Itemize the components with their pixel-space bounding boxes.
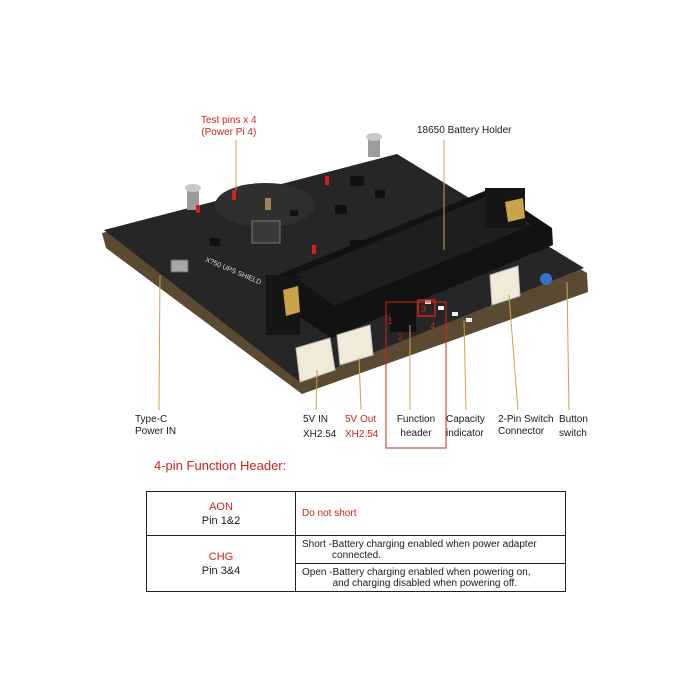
pin-name: AON <box>209 500 233 513</box>
header-number-1: 1 <box>388 316 394 326</box>
label-switch-connector-line2: Connector <box>498 426 545 437</box>
description-cell: Do not short <box>295 491 566 536</box>
label-type-c-line2: Power IN <box>135 426 177 437</box>
label-type-c-line1: Type-C <box>135 414 168 425</box>
label-function-header-line2: header <box>400 428 432 439</box>
standoff-right <box>366 133 382 157</box>
label-switch-connector: 2-Pin Switch Connector <box>498 414 554 438</box>
description-key: Open - <box>302 566 333 578</box>
description-short: Short - Battery charging enabled when po… <box>302 539 559 561</box>
function-header-box <box>385 301 447 449</box>
description-key: Short - <box>302 538 333 550</box>
pin-numbers: Pin 3&4 <box>201 564 241 577</box>
pin-cell-aon: AON Pin 1&2 <box>146 491 296 536</box>
label-5v-out-line1: 5V Out <box>345 414 377 425</box>
table-row: AON Pin 1&2 Do not short <box>146 491 566 536</box>
header-number-4: 4 <box>430 321 436 331</box>
battery-holder <box>266 188 553 338</box>
label-battery-holder: 18650 Battery Holder <box>417 125 512 136</box>
label-function-header-line1: Function <box>396 414 436 425</box>
function-table-title: 4-pin Function Header: <box>154 458 287 473</box>
label-type-c: Type-C Power IN <box>135 414 176 438</box>
test-pins <box>196 176 329 254</box>
header-number-2: 2 <box>398 332 404 342</box>
label-5v-out-line2: XH2.54 <box>345 429 379 440</box>
callout-lines <box>158 140 570 411</box>
function-table: AON Pin 1&2 Do not short CHG Pin 3&4 Sho… <box>146 491 566 592</box>
label-button-switch-line2: switch <box>559 428 587 439</box>
label-5v-out: 5V Out XH2.54 <box>345 414 378 441</box>
label-function-header: Function header <box>390 414 442 440</box>
description-cell: Open - Battery charging enabled when pow… <box>295 563 566 592</box>
xh-connectors <box>295 265 521 383</box>
label-capacity-line2: indicator <box>446 428 484 439</box>
table-row: Open - Battery charging enabled when pow… <box>147 563 566 592</box>
type-c-port <box>170 259 189 273</box>
standoff-left <box>185 184 201 210</box>
label-capacity: Capacity indicator <box>446 414 485 440</box>
description-cell: Short - Battery charging enabled when po… <box>295 535 566 564</box>
label-button-switch-line1: Button <box>559 414 588 425</box>
table-row: CHG Pin 3&4 Short - Battery charging ena… <box>146 535 566 592</box>
pin-name: CHG <box>208 550 234 563</box>
label-5v-in-line1: 5V IN <box>303 414 329 425</box>
description-text: Battery charging enabled when power adap… <box>332 538 537 561</box>
label-5v-in-line2: XH2.54 <box>303 429 337 440</box>
label-5v-in: 5V IN XH2.54 <box>303 414 336 441</box>
button-cap <box>540 273 552 285</box>
description-text: Battery charging enabled when powering o… <box>332 566 531 589</box>
pin-numbers: Pin 1&2 <box>201 514 241 527</box>
pin-cell-chg: CHG Pin 3&4 <box>146 535 296 592</box>
header-number-3: 3 <box>421 304 427 314</box>
label-test-pins: Test pins x 4 (Power Pi 4) <box>201 115 257 139</box>
label-capacity-line1: Capacity <box>446 414 485 425</box>
description-open: Open - Battery charging enabled when pow… <box>302 567 559 589</box>
label-switch-connector-line1: 2-Pin Switch <box>498 414 554 425</box>
description-text: Do not short <box>302 508 357 519</box>
header-pins <box>390 302 416 332</box>
header-marker <box>417 299 436 317</box>
label-test-pins-line1: Test pins x 4 <box>201 115 257 126</box>
label-test-pins-line2: (Power Pi 4) <box>201 127 257 138</box>
label-button-switch: Button switch <box>559 414 588 440</box>
inductor <box>251 220 281 244</box>
